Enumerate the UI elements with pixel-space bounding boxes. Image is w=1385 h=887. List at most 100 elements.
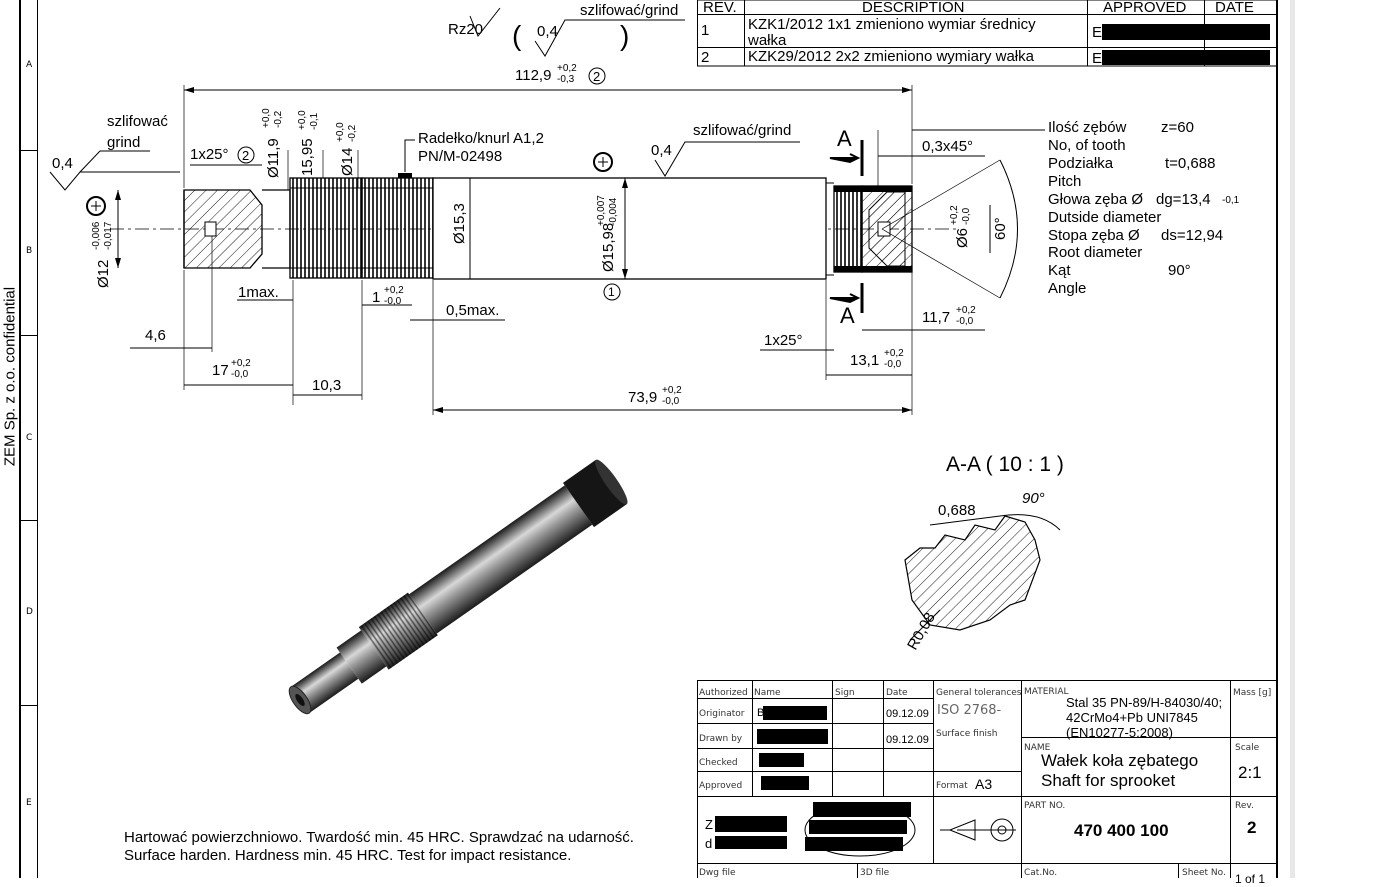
scale-value: 2:1 [1238,763,1262,782]
dim-15-95-low: -0,1 [309,112,320,130]
dim-17-low: -0,0 [231,369,249,380]
redaction-block [757,729,828,744]
dim-d12-value: Ø12 [95,259,112,288]
spec-pitch-pl: Podziałka [1048,155,1114,172]
redaction-block [1102,50,1270,65]
spec-teeth-pl: Ilość zębów [1048,119,1127,136]
overall-length-value: 112,9 [515,67,552,84]
spec-angle-en: Angle [1048,280,1087,297]
dim-1-low: -0,0 [384,296,402,307]
frame-left-border [19,0,21,878]
revision-table: REV. DESCRIPTION APPROVED DATE 1 KZK1/20… [697,0,1278,67]
section-letter-bottom: A [840,303,855,328]
scale-label: Scale [1235,743,1260,753]
dim-d12-up: -0,006 [91,221,102,250]
part-no-label: PART NO. [1024,801,1066,811]
dim-chamfer-0-3: 0,3x45° [922,138,974,155]
material-line-2: 42CrMo4+Pb UNI7845 [1066,710,1198,725]
dim-15-95-up: +0,0 [297,110,308,130]
format-value: A3 [975,776,993,792]
redaction-block [805,837,903,851]
dim-17-value: 17 [212,362,229,379]
date-header: DATE [1215,0,1254,16]
dim-13-1-low: -0,0 [884,359,902,370]
row-letter-e: E [26,798,32,808]
dim-1max: 1max. [238,284,279,301]
rev-2-approved: E [1092,50,1103,67]
dim-d14-up: +0,0 [335,122,346,142]
roughness-mid: 0,4 [651,142,672,159]
spec-root-en: Root diameter [1048,244,1143,261]
redaction-block [759,753,804,767]
redaction-block [763,706,827,720]
rev-value: 2 [1247,818,1257,837]
dim-d6-low: -0,0 [961,207,972,225]
general-tolerances-label: General tolerances [936,688,1022,698]
spec-outside-en: Dutside diameter [1048,209,1162,226]
dim-13-1-up: +0,2 [884,348,904,359]
hardening-note-pl: Hartować powierzchniowo. Twardość min. 4… [124,829,634,846]
part-name-en: Shaft for sprooket [1041,771,1176,790]
grind-left-en: grind [107,134,141,151]
originator-label: Originator [699,709,745,719]
name-field-label: NAME [1024,743,1051,753]
name-label: Name [754,688,781,698]
dim-d15-98-value: Ø15,98 [600,222,617,272]
checked-label: Checked [699,758,738,768]
rev-1-description-cont: wałka [748,32,787,49]
spec-pitch-value: t=0,688 [1165,155,1216,172]
roughness-left: 0,4 [52,155,73,172]
dim-73-9-low: -0,0 [662,396,680,407]
frame-left-border-inner [37,0,38,878]
cat-no-label: Cat.No. [1024,868,1058,878]
sheet-value: 1 of 1 [1235,872,1266,886]
dim-10-3: 10,3 [312,377,342,394]
dim-d14-value: Ø14 [339,147,356,176]
spec-root-value: ds=12,94 [1161,227,1224,244]
spec-outside-value: dg=13,4 [1156,191,1211,208]
shaft-3d-render [288,459,628,715]
rev-2-number: 2 [701,49,710,66]
rev-1-description: KZK1/2012 1x1 zmieniono wymiar średnicy [748,16,1036,33]
grind-left-pl: szlifować [107,113,168,130]
dwg-file-label: Dwg file [699,868,736,878]
roughness-rz: Rz20 [448,21,484,38]
overall-length: 112,9 [515,68,551,83]
dim-1-up: +0,2 [384,285,404,296]
approved-header: APPROVED [1103,0,1187,16]
row-letter-a: A [26,60,33,70]
note-marker-2: 2 [593,69,601,84]
dim-d15-98-low: -0,004 [608,197,619,226]
scrollbar-track[interactable] [1290,0,1295,878]
dim-11-7-low: -0,0 [956,316,974,327]
section-pitch: 0,688 [938,502,976,519]
paren-open: ( [512,20,522,51]
dim-d11-9-value: Ø11,9 [265,138,282,178]
knurl-label: Radełko/knurl A1,2 [418,130,544,147]
rev-2-description: KZK29/2012 2x2 zmieniono wymiary wałka [748,48,1034,65]
row-letter-d: D [26,607,33,617]
dim-d11-9-low: -0,2 [273,110,284,128]
paren-close: ) [620,20,630,51]
part-name-pl: Wałek koła zębatego [1041,751,1199,770]
dim-d14-low: -0,2 [347,124,358,142]
dim-11-7-value: 11,7 [922,309,951,326]
drawn-by-label: Drawn by [699,734,743,744]
dim-0-5max: 0,5max. [446,302,500,319]
spec-root-pl: Stopa zęba Ø [1048,227,1140,244]
date-label: Date [886,688,908,698]
format-label: Format [936,781,968,791]
spec-pitch-en: Pitch [1048,173,1082,190]
redaction-block [809,820,907,834]
overall-length-tol-up: +0,2 [557,63,577,74]
general-tolerances-value: ISO 2768- [937,703,1002,718]
section-title: A-A ( 10 : 1 ) [946,453,1064,476]
spec-angle-value: 90° [1168,262,1191,279]
dim-angle-60: 60° [992,217,1009,240]
overall-length-tol-low: -0,3 [557,74,575,85]
redaction-block [1102,24,1270,40]
shaft-drawing [49,7,1277,878]
dim-chamfer-right: 1x25° [764,332,803,349]
grind-mid: szlifować/grind [693,122,792,139]
